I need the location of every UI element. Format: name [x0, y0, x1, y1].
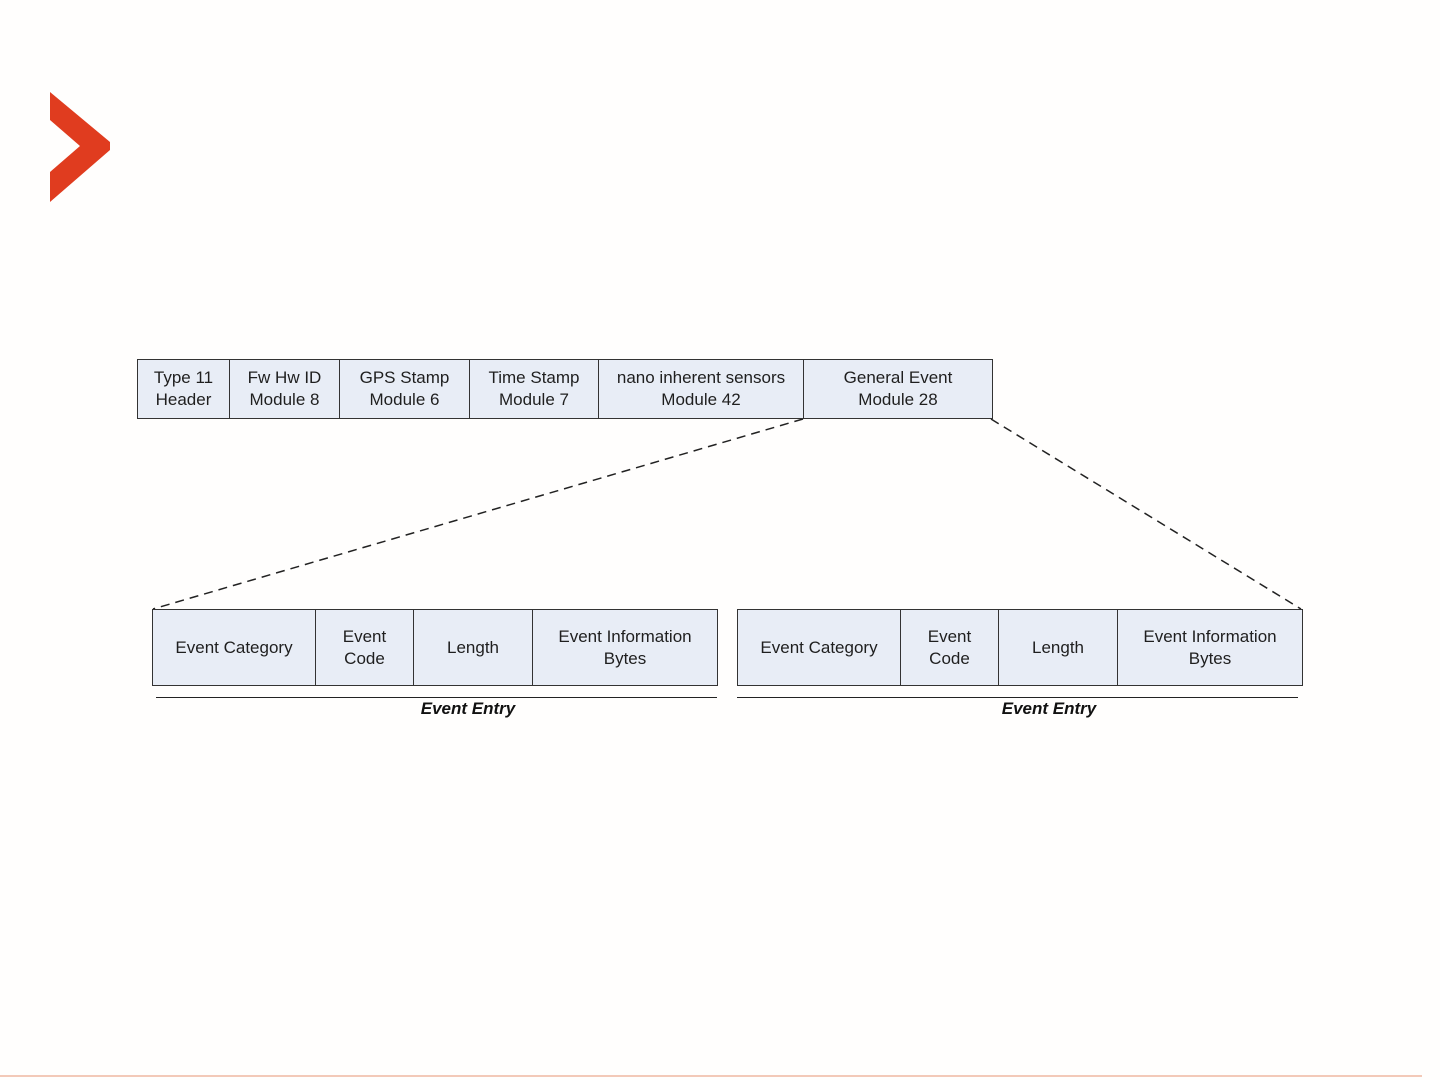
field-line: Code: [343, 648, 386, 670]
field-line: Length: [447, 637, 499, 659]
field-line: General Event: [844, 367, 953, 389]
event-category-cell: Event Category: [737, 609, 901, 686]
field-line: nano inherent sensors: [617, 367, 785, 389]
length-cell: Length: [998, 609, 1118, 686]
entry-underline: [156, 697, 717, 698]
field-line: Code: [928, 648, 971, 670]
field-line: Event Information: [1143, 626, 1276, 648]
field-line: Fw Hw ID: [248, 367, 322, 389]
field-line: Event Category: [760, 637, 877, 659]
field-line: Module 8: [248, 389, 322, 411]
field-line: Module 6: [360, 389, 450, 411]
event-category-cell: Event Category: [152, 609, 316, 686]
footer-divider: [0, 1075, 1422, 1077]
field-line: Module 7: [488, 389, 579, 411]
field-line: Length: [1032, 637, 1084, 659]
field-line: Event: [928, 626, 971, 648]
field-line: Type 11: [154, 367, 213, 389]
field-line: Bytes: [558, 648, 691, 670]
field-line: Time Stamp: [488, 367, 579, 389]
field-line: Event: [343, 626, 386, 648]
field-line: Event Information: [558, 626, 691, 648]
field-line: Event Category: [175, 637, 292, 659]
field-line: Module 28: [844, 389, 953, 411]
chevron-right-icon: [50, 92, 112, 202]
field-line: Bytes: [1143, 648, 1276, 670]
event-entry-label: Event Entry: [156, 699, 780, 719]
field-line: Header: [154, 389, 213, 411]
field-line: GPS Stamp: [360, 367, 450, 389]
event-entry-label: Event Entry: [737, 699, 1361, 719]
entry-underline: [737, 697, 1298, 698]
field-line: Module 42: [617, 389, 785, 411]
length-cell: Length: [413, 609, 533, 686]
